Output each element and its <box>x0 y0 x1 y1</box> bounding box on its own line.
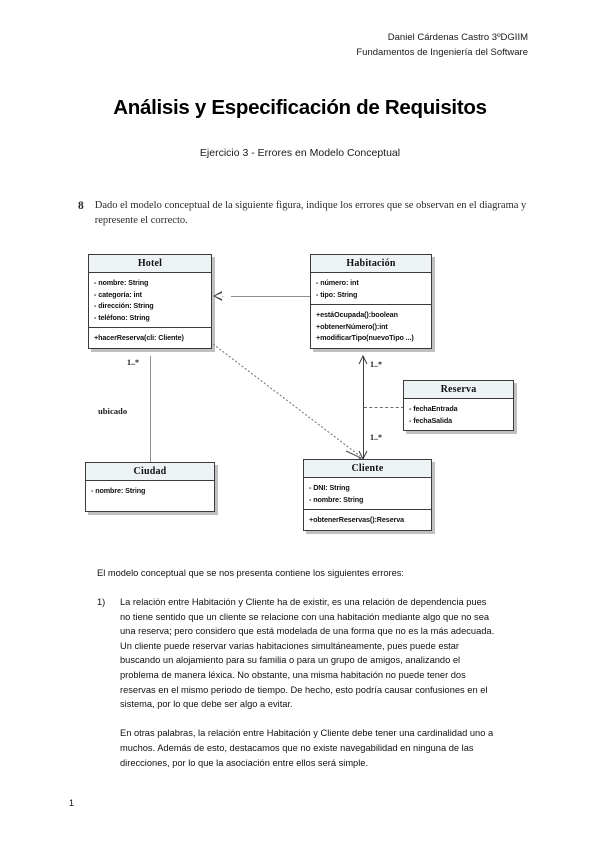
uml-class-name-habitacion: Habitación <box>311 255 431 273</box>
uml-operations-cliente: +obtenerReservas():Reserva <box>304 509 431 530</box>
arrowhead-hollow-icon <box>213 291 231 301</box>
uml-attributes-hotel: - nombre: String - categoría: int - dire… <box>89 273 211 327</box>
association-label-ubicado: ubicado <box>98 406 128 416</box>
uml-operations-habitacion: +estáOcupada():boolean +obtenerNúmero():… <box>311 304 431 348</box>
page-title: Análisis y Especificación de Requisitos <box>113 96 487 119</box>
uml-attribute: - teléfono: String <box>94 312 150 322</box>
uml-class-ciudad[interactable]: Ciudad - nombre: String <box>85 462 215 512</box>
uml-class-name-cliente: Cliente <box>304 460 431 478</box>
header-course: Fundamentos de Ingeniería del Software <box>356 47 528 58</box>
uml-class-reserva[interactable]: Reserva - fechaEntrada - fechaSalida <box>403 380 514 431</box>
dependency-reserva-link <box>364 407 404 408</box>
list-item-body: La relación entre Habitación y Cliente h… <box>120 595 497 770</box>
uml-attributes-reserva: - fechaEntrada - fechaSalida <box>404 399 513 430</box>
uml-attributes-ciudad: - nombre: String <box>86 481 214 511</box>
uml-attribute: - DNI: String <box>309 483 350 492</box>
uml-attribute: - dirección: String <box>94 301 154 310</box>
multiplicity-habitacion-top: 1..* <box>370 360 382 369</box>
uml-class-habitacion[interactable]: Habitación - número: int - tipo: String … <box>310 254 432 349</box>
uml-attribute: - categoría: int <box>94 289 142 299</box>
dependency-hotel-cliente <box>212 343 361 457</box>
list-item-paragraph: La relación entre Habitación y Cliente h… <box>120 597 495 710</box>
uml-operation: +obtenerReservas():Reserva <box>309 515 405 524</box>
uml-class-name-hotel: Hotel <box>89 255 211 273</box>
association-habitacion-cliente <box>363 356 364 460</box>
uml-operation: +obtenerNúmero():int <box>316 321 388 331</box>
page-number: 1 <box>69 798 75 808</box>
uml-operation: +modificarTipo(nuevoTipo ...) <box>316 333 414 342</box>
uml-attribute: - fechaSalida <box>409 415 453 425</box>
list-item-paragraph: En otras palabras, la relación entre Hab… <box>120 728 494 768</box>
body-intro-paragraph: El modelo conceptual que se nos presenta… <box>97 568 404 578</box>
association-hotel-ciudad <box>150 356 151 462</box>
uml-operation: +estáOcupada():boolean <box>316 310 398 319</box>
uml-attributes-habitacion: - número: int - tipo: String <box>311 273 431 304</box>
uml-attribute: - fechaEntrada <box>409 404 458 413</box>
multiplicity-habitacion-bottom: 1..* <box>370 433 382 442</box>
list-marker: 1) <box>97 597 106 607</box>
multiplicity-hotel-ciudad: 1..* <box>127 358 139 367</box>
exercise-statement: 8 Dado el modelo conceptual de la siguie… <box>78 199 530 228</box>
uml-class-cliente[interactable]: Cliente - DNI: String - nombre: String +… <box>303 459 432 531</box>
uml-attribute: - nombre: String <box>91 486 146 495</box>
uml-attribute: - nombre: String <box>309 494 364 504</box>
exercise-text: Dado el modelo conceptual de la siguient… <box>94 200 527 226</box>
exercise-number: 8 <box>78 200 84 212</box>
header-author: Daniel Cárdenas Castro 3ºDGIIM <box>387 32 528 43</box>
page-subtitle: Ejercicio 3 - Errores en Modelo Conceptu… <box>199 147 401 159</box>
uml-operations-hotel: +hacerReserva(cli: Cliente) <box>89 327 211 348</box>
uml-operation: +hacerReserva(cli: Cliente) <box>94 333 184 342</box>
document-header: Daniel Cárdenas Castro 3ºDGIIM Fundament… <box>356 30 528 60</box>
uml-class-name-ciudad: Ciudad <box>86 463 214 481</box>
uml-attributes-cliente: - DNI: String - nombre: String <box>304 478 431 509</box>
uml-attribute: - tipo: String <box>316 289 358 299</box>
association-hotel-habitacion <box>222 296 312 297</box>
uml-attribute: - nombre: String <box>94 278 149 287</box>
uml-class-hotel[interactable]: Hotel - nombre: String - categoría: int … <box>88 254 212 349</box>
uml-class-name-reserva: Reserva <box>404 381 513 399</box>
body-list-item-1: 1) La relación entre Habitación y Client… <box>97 595 497 770</box>
uml-class-diagram: 1..* ubicado 1..* 1..* Hotel - nombre: S… <box>70 248 530 548</box>
uml-attribute: - número: int <box>316 278 359 287</box>
